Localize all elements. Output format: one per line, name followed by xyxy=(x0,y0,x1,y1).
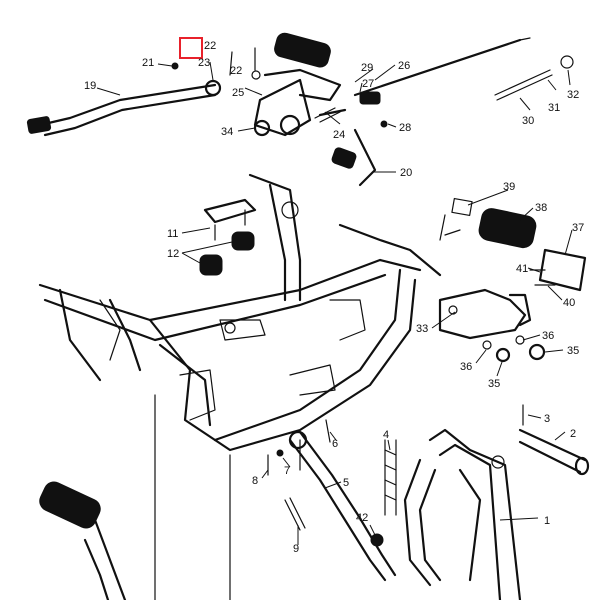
label-8: 8 xyxy=(252,475,258,487)
label-21: 21 xyxy=(142,57,154,69)
label-5: 5 xyxy=(343,477,349,489)
label-20: 20 xyxy=(400,167,412,179)
label-11: 11 xyxy=(167,228,178,240)
label-24: 24 xyxy=(333,129,345,141)
label-42: 42 xyxy=(356,512,368,524)
label-29: 29 xyxy=(361,62,373,74)
label-31: 31 xyxy=(548,102,560,114)
bottom-left-footrest xyxy=(39,481,127,600)
label-1: 1 xyxy=(544,515,550,527)
center-stand xyxy=(384,404,590,600)
label-33: 33 xyxy=(416,323,428,335)
label-12: 12 xyxy=(167,248,179,260)
leader-lines xyxy=(96,61,573,545)
label-40: 40 xyxy=(563,297,575,309)
label-6: 6 xyxy=(332,438,338,450)
brake-rod xyxy=(353,37,574,128)
kick-pedal xyxy=(26,62,222,137)
top-footrest xyxy=(229,32,347,137)
label-41: 41 xyxy=(516,263,528,275)
label-19: 19 xyxy=(84,80,96,92)
right-footrest xyxy=(439,197,587,292)
label-27: 27 xyxy=(362,78,374,90)
side-stand xyxy=(267,419,397,582)
part-labels: 1 2 3 4 5 6 7 8 9 11 12 19 20 21 22 22 2… xyxy=(84,40,584,555)
label-3: 3 xyxy=(544,413,550,425)
label-22-top: 22 xyxy=(204,40,216,52)
label-39: 39 xyxy=(503,181,515,193)
label-35-bottom: 35 xyxy=(488,378,500,390)
label-30: 30 xyxy=(522,115,534,127)
label-26: 26 xyxy=(398,60,410,72)
brake-arm xyxy=(331,128,377,187)
label-28: 28 xyxy=(399,122,411,134)
label-35-right: 35 xyxy=(567,345,579,357)
rubber-mounts xyxy=(199,198,257,276)
footrest-bracket xyxy=(438,288,546,363)
label-25: 25 xyxy=(232,87,244,99)
label-23: 23 xyxy=(198,57,210,69)
frame xyxy=(38,173,442,600)
label-36-right: 36 xyxy=(542,330,554,342)
label-38: 38 xyxy=(535,202,547,214)
highlight-box xyxy=(179,37,203,59)
label-4: 4 xyxy=(383,429,389,441)
label-22-mid: 22 xyxy=(230,65,242,77)
label-37: 37 xyxy=(572,222,584,234)
label-7: 7 xyxy=(284,465,290,477)
label-36-left: 36 xyxy=(460,361,472,373)
label-32: 32 xyxy=(567,89,579,101)
label-9: 9 xyxy=(293,543,299,555)
label-2: 2 xyxy=(570,428,576,440)
label-34: 34 xyxy=(221,126,233,138)
